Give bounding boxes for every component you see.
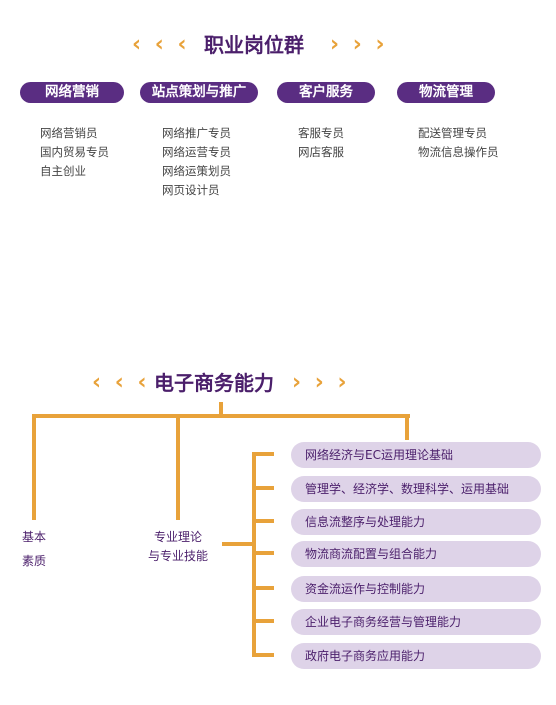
job-item: 网络运策划员 <box>162 164 231 178</box>
capability-item: 企业电子商务经营与管理能力 <box>291 609 541 635</box>
category-pill-logistics: 物流管理 <box>397 82 495 103</box>
chevron-left-icon: ‹ ‹ ‹ <box>92 370 150 395</box>
tree-connector-tick <box>252 452 274 456</box>
tree-connector-pro-to-bracket <box>222 542 256 546</box>
job-item: 客服专员 <box>298 126 344 140</box>
category-pill-customer-service: 客户服务 <box>277 82 375 103</box>
category-pill-marketing: 网络营销 <box>20 82 124 103</box>
tree-connector-pro <box>176 414 180 520</box>
chevron-left-icon: ‹ ‹ ‹ <box>132 32 190 57</box>
capability-item: 政府电子商务应用能力 <box>291 643 541 669</box>
branch-label-line: 与专业技能 <box>148 549 209 563</box>
branch-label-line: 素质 <box>22 554 47 568</box>
capability-item: 信息流整序与处理能力 <box>291 509 541 535</box>
tree-connector-top-bar <box>32 414 410 418</box>
capability-item: 物流商流配置与组合能力 <box>291 541 541 567</box>
job-item: 网店客服 <box>298 145 344 159</box>
job-item: 网络运营专员 <box>162 145 231 159</box>
tree-connector-tick <box>252 586 274 590</box>
tree-connector-tick <box>252 653 274 657</box>
job-list-marketing: 网络营销员 国内贸易专员 自主创业 <box>40 124 109 181</box>
capability-item: 网络经济与EC运用理论基础 <box>291 442 541 468</box>
tree-connector-right <box>405 414 409 440</box>
job-item: 网络营销员 <box>40 126 98 140</box>
tree-connector-tick <box>252 551 274 555</box>
category-pill-site-planning: 站点策划与推广 <box>140 82 258 103</box>
tree-connector-tick <box>252 519 274 523</box>
tree-connector-root <box>219 402 223 416</box>
section-title-career: 职业岗位群 <box>204 33 304 57</box>
capability-item: 管理学、经济学、数理科学、运用基础 <box>291 476 541 502</box>
chevron-right-icon: › › › <box>330 32 388 57</box>
branch-label-basic: 基本 素质 <box>22 528 46 571</box>
tree-connector-tick <box>252 486 274 490</box>
job-item: 自主创业 <box>40 164 86 178</box>
chevron-right-icon: › › › <box>292 370 350 395</box>
job-item: 网络推广专员 <box>162 126 231 140</box>
branch-label-pro: 专业理论 与专业技能 <box>148 528 208 566</box>
job-list-logistics: 配送管理专员 物流信息操作员 <box>418 124 499 162</box>
branch-label-line: 专业理论 <box>154 530 203 544</box>
job-list-customer-service: 客服专员 网店客服 <box>298 124 344 162</box>
job-item: 配送管理专员 <box>418 126 487 140</box>
branch-label-line: 基本 <box>22 530 47 544</box>
tree-connector-tick <box>252 619 274 623</box>
job-item: 国内贸易专员 <box>40 145 109 159</box>
job-list-site-planning: 网络推广专员 网络运营专员 网络运策划员 网页设计员 <box>162 124 231 200</box>
tree-connector-basic <box>32 414 36 520</box>
job-item: 网页设计员 <box>162 183 220 197</box>
section-title-ecommerce: 电子商务能力 <box>154 371 274 395</box>
job-item: 物流信息操作员 <box>418 145 499 159</box>
capability-item: 资金流运作与控制能力 <box>291 576 541 602</box>
